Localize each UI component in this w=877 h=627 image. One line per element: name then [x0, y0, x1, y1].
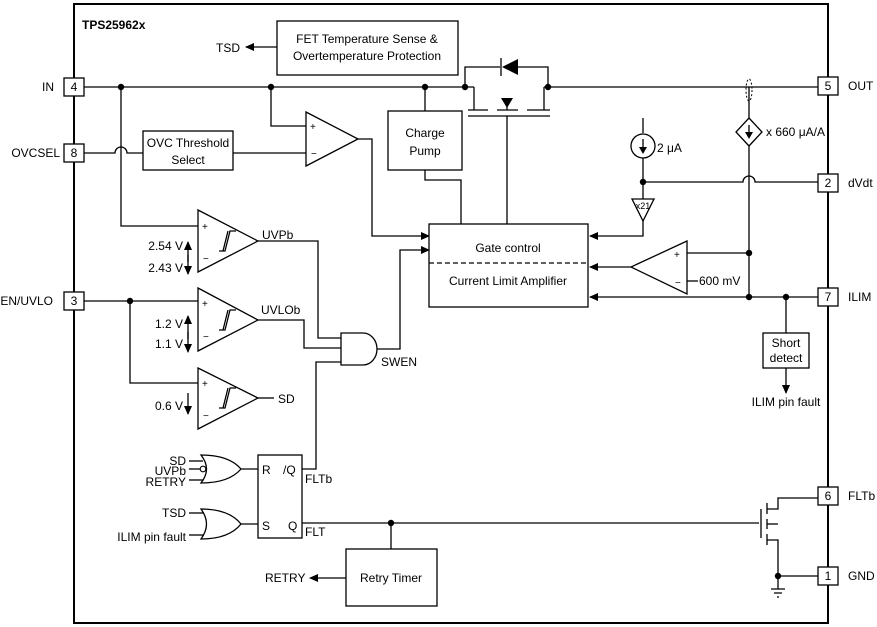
current-limit-amp-label: Current Limit Amplifier	[449, 274, 567, 288]
flt-internal-label: FLT	[305, 525, 326, 539]
svg-text:−: −	[203, 254, 209, 265]
uvpb-label: UVPb	[262, 228, 294, 242]
svg-text:/Q: /Q	[283, 463, 296, 477]
x21-scaler: x21	[630, 198, 656, 223]
svg-text:R: R	[262, 463, 271, 477]
uvlo-falling-threshold: 1.1 V	[155, 337, 183, 351]
retry-timer-block: Retry Timer	[345, 548, 438, 607]
junction-dots	[117, 83, 790, 580]
charge-pump-line1: Charge	[405, 126, 445, 140]
wiring	[84, 43, 818, 598]
pin-ilim-number: 7	[825, 290, 832, 304]
ovc-threshold-select-block: OVC Threshold Select	[142, 130, 234, 171]
svg-text:−: −	[203, 411, 209, 422]
pin-out-label: OUT	[848, 79, 874, 93]
pin-fltb: 6 FLTb	[817, 486, 875, 506]
pin-dvdt-label: dVdt	[848, 176, 873, 190]
or1-input-retry: RETRY	[146, 475, 186, 489]
pin-ovcsel-label: OVCSEL	[11, 146, 60, 160]
ref-600mv-label: 600 mV	[699, 274, 740, 288]
charge-pump-line2: Pump	[409, 144, 441, 158]
retry-output-label: RETRY	[265, 571, 305, 585]
pin-en-uvlo: 3 EN/UVLO	[0, 291, 85, 311]
pin-ilim: 7 ILIM	[817, 287, 871, 307]
uvp-rising-threshold: 2.54 V	[148, 239, 183, 253]
svg-text:+: +	[674, 250, 680, 261]
svg-text:+: +	[202, 379, 208, 390]
or2-input-ilim-fault: ILIM pin fault	[117, 530, 186, 544]
fet-sense-line2: Overtemperature Protection	[293, 49, 441, 63]
pin-gnd-number: 1	[825, 569, 832, 583]
or-gate-set	[199, 508, 242, 540]
svg-text:S: S	[262, 519, 270, 533]
device-title: TPS25962x	[82, 18, 146, 32]
pin-ovcsel-number: 8	[71, 146, 78, 160]
pin-in-number: 4	[71, 80, 78, 94]
uvp-falling-threshold: 2.43 V	[148, 261, 183, 275]
retry-timer-label: Retry Timer	[360, 571, 422, 585]
ovc-line1: OVC Threshold	[147, 136, 229, 150]
pin-out-number: 5	[825, 79, 832, 93]
pin-fltb-number: 6	[825, 489, 832, 503]
pin-in-label: IN	[42, 80, 54, 94]
svg-text:−: −	[675, 278, 681, 289]
uvlo-rising-threshold: 1.2 V	[155, 317, 183, 331]
short-detect-line1: Short	[772, 336, 801, 350]
pin-gnd: 1 GND	[817, 566, 875, 586]
uvlo-comparator: + −	[197, 286, 260, 353]
swen-label: SWEN	[381, 355, 417, 369]
svg-text:−: −	[311, 149, 317, 160]
or1-input-sd: SD	[169, 454, 186, 468]
pin-dvdt: 2 dVdt	[817, 173, 873, 193]
svg-text:+: +	[202, 299, 208, 310]
pin-gnd-label: GND	[848, 569, 875, 583]
svg-text:Q: Q	[288, 519, 297, 533]
short-detect-block: Short detect	[762, 332, 810, 369]
pin-ovcsel: 8 OVCSEL	[11, 143, 85, 163]
sd-comparator: + −	[197, 366, 260, 431]
pin-en-uvlo-label: EN/UVLO	[0, 294, 53, 308]
fet-sense-line1: FET Temperature Sense &	[296, 32, 438, 46]
ovc-comparator: + −	[305, 110, 360, 168]
ilim-fault-output-label: ILIM pin fault	[752, 395, 821, 409]
pin-ilim-label: ILIM	[848, 290, 871, 304]
svg-text:+: +	[202, 222, 208, 233]
pin-out: 5 OUT	[817, 76, 874, 96]
pin-dvdt-number: 2	[825, 176, 832, 190]
pin-fltb-label: FLTb	[848, 489, 875, 503]
sd-output-label: SD	[278, 392, 295, 406]
svg-text:x21: x21	[636, 201, 651, 211]
or1-input-uvpb: UVPb	[155, 464, 187, 478]
fltb-internal-label: FLTb	[305, 472, 332, 486]
swen-and-gate	[340, 332, 378, 366]
gate-control-label: Gate control	[475, 241, 540, 255]
sense-current-source	[735, 78, 763, 147]
ic-outline	[73, 3, 829, 624]
fet-temp-sense-block: FET Temperature Sense & Overtemperature …	[276, 20, 459, 76]
or2-input-tsd: TSD	[162, 506, 186, 520]
svg-text:−: −	[203, 332, 209, 343]
power-fet	[464, 58, 550, 117]
uvp-comparator: + −	[197, 208, 260, 274]
pin-en-uvlo-number: 3	[71, 294, 78, 308]
charge-pump-block: Charge Pump	[387, 110, 463, 171]
pin-in: 4 IN	[42, 77, 85, 97]
dvdt-current-source	[630, 133, 656, 159]
uvlob-label: UVLOb	[261, 303, 301, 317]
sd-threshold: 0.6 V	[155, 399, 183, 413]
gate-control-block: Gate control Current Limit Amplifier	[428, 223, 589, 308]
svg-text:+: +	[310, 122, 316, 133]
sr-latch: R /Q S Q	[257, 454, 303, 539]
sense-gain-label: x 660 μA/A	[766, 125, 825, 139]
dvdt-current-label: 2 μA	[657, 141, 682, 155]
ovc-line2: Select	[171, 153, 205, 167]
tsd-output-label: TSD	[216, 41, 240, 55]
current-limit-amplifier: + −	[629, 239, 688, 296]
or-gate-reset	[199, 454, 242, 484]
short-detect-line2: detect	[770, 351, 803, 365]
